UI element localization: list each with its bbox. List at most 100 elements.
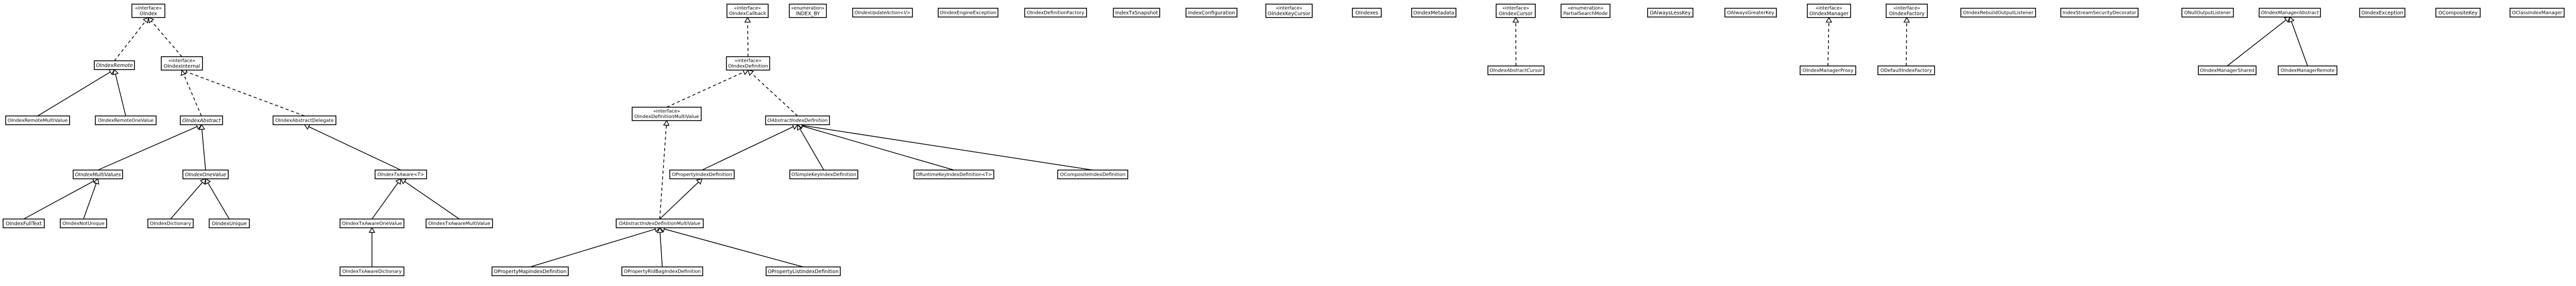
uml-class-node[interactable]: OPropertyIndexDefinition xyxy=(669,170,735,179)
uml-class-box[interactable] xyxy=(2198,65,2257,75)
uml-class-box[interactable] xyxy=(1265,4,1313,18)
uml-class-node[interactable]: OIndexDefinitionFactory xyxy=(1024,8,1087,18)
uml-class-node[interactable]: «interface»OIndexInternal xyxy=(161,56,203,71)
uml-class-box[interactable] xyxy=(632,107,702,121)
uml-class-node[interactable]: OIndexNotUnique xyxy=(60,218,107,228)
uml-class-box[interactable] xyxy=(2259,8,2321,18)
uml-class-node[interactable]: «enumeration»PartialSearchMode xyxy=(1561,4,1611,18)
uml-class-box[interactable] xyxy=(1057,170,1128,179)
uml-class-box[interactable] xyxy=(273,115,336,125)
uml-class-node[interactable]: OIndexAbstractDelegate xyxy=(273,115,336,125)
uml-class-box[interactable] xyxy=(1800,65,1856,75)
uml-class-node[interactable]: OSimpleKeyIndexDefinition xyxy=(789,170,858,179)
uml-class-box[interactable] xyxy=(5,115,70,125)
uml-class-node[interactable]: OIndexUnique xyxy=(209,218,250,228)
uml-class-box[interactable] xyxy=(426,218,493,228)
uml-class-node[interactable]: OIndexTxAwareMultiValue xyxy=(426,218,493,228)
uml-class-node[interactable]: OPropertyListIndexDefinition xyxy=(766,266,841,276)
uml-class-node[interactable]: OIndexManagerRemote xyxy=(2278,65,2337,75)
uml-class-box[interactable] xyxy=(2435,8,2481,18)
uml-class-node[interactable]: OAbstractIndexDefinitionMultiValue xyxy=(616,218,704,228)
uml-class-node[interactable]: OIndexTxAwareDictionary xyxy=(340,266,404,276)
uml-class-box[interactable] xyxy=(60,218,107,228)
uml-class-node[interactable]: ODefaultIndexFactory xyxy=(1877,65,1935,75)
uml-class-box[interactable] xyxy=(209,218,250,228)
uml-class-box[interactable] xyxy=(1960,8,2036,18)
uml-class-box[interactable] xyxy=(621,266,703,276)
uml-class-node[interactable]: OIndexRemoteMultiValue xyxy=(5,115,70,125)
uml-class-node[interactable]: OIndexMetadata xyxy=(1411,8,1456,18)
uml-class-box[interactable] xyxy=(161,56,203,71)
uml-class-node[interactable]: «interface»OIndexDefinitionMultiValue xyxy=(632,107,702,121)
uml-class-node[interactable]: OIndexTxAware<T> xyxy=(375,170,427,179)
uml-class-box[interactable] xyxy=(1411,8,1456,18)
uml-class-box[interactable] xyxy=(616,218,704,228)
uml-class-box[interactable] xyxy=(131,4,165,18)
uml-class-node[interactable]: «interface»OIndexKeyCursor xyxy=(1265,4,1313,18)
uml-class-node[interactable]: «interface»OIndexFactory xyxy=(1886,4,1928,18)
uml-class-box[interactable] xyxy=(2359,8,2405,18)
uml-class-box[interactable] xyxy=(73,170,123,179)
uml-class-box[interactable] xyxy=(147,218,194,228)
uml-class-box[interactable] xyxy=(1496,4,1536,18)
uml-class-box[interactable] xyxy=(340,218,404,228)
uml-class-box[interactable] xyxy=(1185,8,1238,18)
uml-class-node[interactable]: OIndexOneValue xyxy=(182,170,229,179)
uml-class-box[interactable] xyxy=(95,115,157,125)
uml-class-node[interactable]: «interface»OIndexCursor xyxy=(1496,4,1536,18)
uml-class-box[interactable] xyxy=(765,115,830,125)
uml-class-node[interactable]: OIndexRebuildOutputListener xyxy=(1960,8,2036,18)
uml-class-box[interactable] xyxy=(669,170,735,179)
uml-class-node[interactable]: OIndexes xyxy=(1352,8,1382,18)
uml-class-node[interactable]: «interface»OIndexDefinition xyxy=(726,56,770,71)
uml-class-box[interactable] xyxy=(1647,8,1693,18)
uml-class-box[interactable] xyxy=(1113,8,1160,18)
uml-class-node[interactable]: OPropertyRidBagIndexDefinition xyxy=(621,266,703,276)
uml-class-node[interactable]: IndexConfiguration xyxy=(1185,8,1238,18)
uml-class-box[interactable] xyxy=(1352,8,1382,18)
uml-class-node[interactable]: OIndexTxAwareOneValue xyxy=(340,218,404,228)
uml-class-box[interactable] xyxy=(94,60,135,70)
uml-class-box[interactable] xyxy=(2510,8,2565,18)
uml-class-node[interactable]: OIndexManagerProxy xyxy=(1800,65,1856,75)
uml-class-node[interactable]: OAlwaysLessKey xyxy=(1647,8,1693,18)
uml-class-node[interactable]: OIndexRemote xyxy=(94,60,135,70)
uml-class-box[interactable] xyxy=(375,170,427,179)
uml-class-node[interactable]: OIndexMultiValues xyxy=(73,170,123,179)
uml-class-node[interactable]: OCompositeIndexDefinition xyxy=(1057,170,1128,179)
uml-class-box[interactable] xyxy=(3,218,45,228)
uml-class-box[interactable] xyxy=(2181,8,2234,18)
uml-class-node[interactable]: OClassIndexManager xyxy=(2510,8,2565,18)
uml-class-box[interactable] xyxy=(726,4,769,18)
uml-class-node[interactable]: OIndexManagerShared xyxy=(2198,65,2257,75)
uml-class-node[interactable]: OIndexRemoteOneValue xyxy=(95,115,157,125)
uml-class-box[interactable] xyxy=(1807,4,1851,18)
uml-class-node[interactable]: IndexTxSnapshot xyxy=(1113,8,1160,18)
uml-class-box[interactable] xyxy=(938,8,998,18)
uml-class-box[interactable] xyxy=(913,170,994,179)
uml-class-node[interactable]: OIndexAbstract xyxy=(180,115,223,125)
uml-class-box[interactable] xyxy=(182,170,229,179)
uml-class-node[interactable]: «interface»OIndexCallback xyxy=(726,4,769,18)
uml-class-node[interactable]: «interface»OIndex xyxy=(131,4,165,18)
uml-class-node[interactable]: OIndexAbstractCursor xyxy=(1487,65,1545,75)
uml-class-box[interactable] xyxy=(1886,4,1928,18)
uml-class-node[interactable]: OIndexManagerAbstract xyxy=(2259,8,2321,18)
uml-class-node[interactable]: ONullOutputListener xyxy=(2181,8,2234,18)
uml-class-node[interactable]: OPropertyMapIndexDefinition xyxy=(492,266,569,276)
uml-class-box[interactable] xyxy=(2278,65,2337,75)
uml-class-box[interactable] xyxy=(1877,65,1935,75)
uml-class-box[interactable] xyxy=(2060,8,2139,18)
uml-class-node[interactable]: OIndexException xyxy=(2359,8,2405,18)
uml-class-node[interactable]: «interface»OIndexManager xyxy=(1807,4,1851,18)
uml-class-node[interactable]: OIndexUpdateAction<V> xyxy=(852,8,913,18)
uml-class-box[interactable] xyxy=(726,56,770,71)
uml-class-box[interactable] xyxy=(1024,8,1087,18)
uml-class-box[interactable] xyxy=(766,266,841,276)
uml-class-box[interactable] xyxy=(789,4,827,18)
uml-class-box[interactable] xyxy=(340,266,404,276)
uml-class-box[interactable] xyxy=(1487,65,1545,75)
uml-class-box[interactable] xyxy=(492,266,569,276)
uml-class-node[interactable]: OIndexDictionary xyxy=(147,218,194,228)
uml-class-node[interactable]: OAbstractIndexDefinition xyxy=(765,115,830,125)
